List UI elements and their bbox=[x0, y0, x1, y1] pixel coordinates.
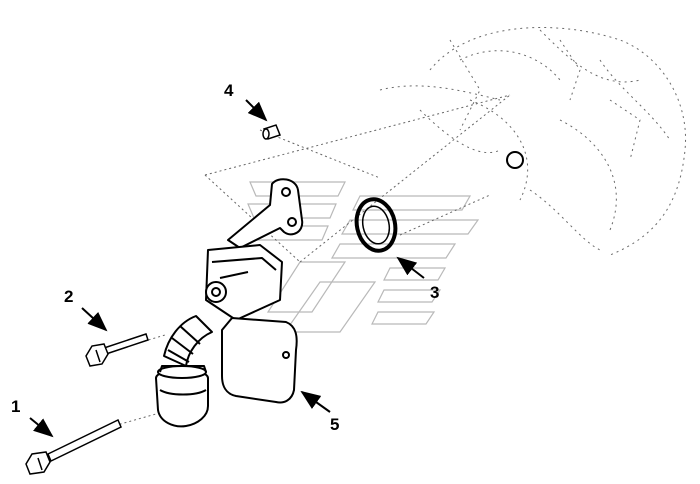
short-bolt bbox=[85, 333, 149, 367]
callout-arrows bbox=[29, 99, 425, 438]
engine-block-sketch bbox=[379, 27, 687, 256]
housing-assembly bbox=[155, 178, 304, 428]
callout-2: 2 bbox=[64, 287, 73, 306]
long-bolt bbox=[25, 418, 122, 475]
callout-1: 1 bbox=[11, 397, 20, 416]
callout-3: 3 bbox=[430, 283, 439, 302]
callout-5: 5 bbox=[330, 415, 339, 434]
engine-port bbox=[506, 151, 524, 169]
callout-4: 4 bbox=[224, 81, 234, 100]
dowel-pin bbox=[262, 124, 281, 140]
o-ring-seal bbox=[354, 197, 398, 253]
